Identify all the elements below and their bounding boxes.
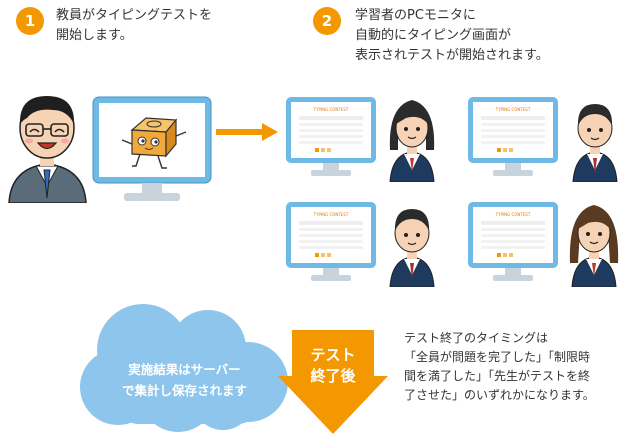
student-boy-illustration — [572, 104, 618, 182]
step-1-number: 1 — [24, 12, 36, 30]
step-2-line-3: 表示されテストが開始されます。 — [355, 48, 549, 63]
cloud-line-1: 実施結果はサーバー — [128, 362, 241, 377]
step-2-badge: 2 — [313, 7, 341, 35]
student-monitor: TYPING CONTEST — [468, 97, 558, 176]
arrow-right-icon — [216, 123, 278, 141]
note-line-1: テスト終了のタイミングは — [404, 331, 549, 345]
teacher-illustration — [8, 96, 87, 203]
mascot-icon — [121, 117, 187, 169]
student-boy-illustration — [389, 209, 435, 287]
student-monitor: TYPING CONTEST — [468, 202, 558, 281]
screen-logo: TYPING CONTEST — [313, 107, 349, 112]
step-2-line-2: 自動的にタイピング画面が — [355, 28, 512, 43]
cloud-text: 実施結果はサーバー で集計し保存されます — [92, 359, 277, 401]
step-1-badge: 1 — [16, 7, 44, 35]
note-line-3: 間を満了した」「先生がテストを終 — [404, 369, 591, 383]
step-1-line-2: 開始します。 — [56, 28, 133, 43]
arrow-line-1: テスト — [310, 346, 356, 364]
arrow-text: テスト 終了後 — [293, 345, 373, 387]
cloud-icon — [80, 304, 288, 432]
step-1-line-1: 教員がタイピングテストを — [56, 8, 213, 23]
step-2-line-1: 学習者のPCモニタに — [355, 8, 476, 23]
arrow-down-icon — [278, 330, 388, 434]
cloud-line-2: で集計し保存されます — [121, 383, 247, 398]
arrow-line-2: 終了後 — [310, 367, 356, 385]
student-girl-illustration — [389, 100, 435, 182]
student-monitor: TYPING CONTEST — [286, 202, 376, 281]
teacher-monitor — [92, 96, 212, 201]
step-2-number: 2 — [321, 12, 333, 30]
screen-logo: TYPING CONTEST — [495, 212, 531, 217]
step-1-text: 教員がタイピングテストを 開始します。 — [56, 6, 212, 46]
end-timing-note: テスト終了のタイミングは 「全員が問題を完了した」「制限時 間を満了した」「先生… — [404, 329, 630, 405]
screen-logo: TYPING CONTEST — [313, 212, 349, 217]
screen-logo: TYPING CONTEST — [495, 107, 531, 112]
note-line-2: 「全員が問題を完了した」「制限時 — [404, 350, 591, 364]
step-2-text: 学習者のPCモニタに 自動的にタイピング画面が 表示されテストが開始されます。 — [355, 6, 549, 66]
note-line-4: 了させた」のいずれかになります。 — [404, 388, 595, 402]
student-monitor: TYPING CONTEST — [286, 97, 376, 176]
student-girl-illustration — [569, 205, 619, 287]
